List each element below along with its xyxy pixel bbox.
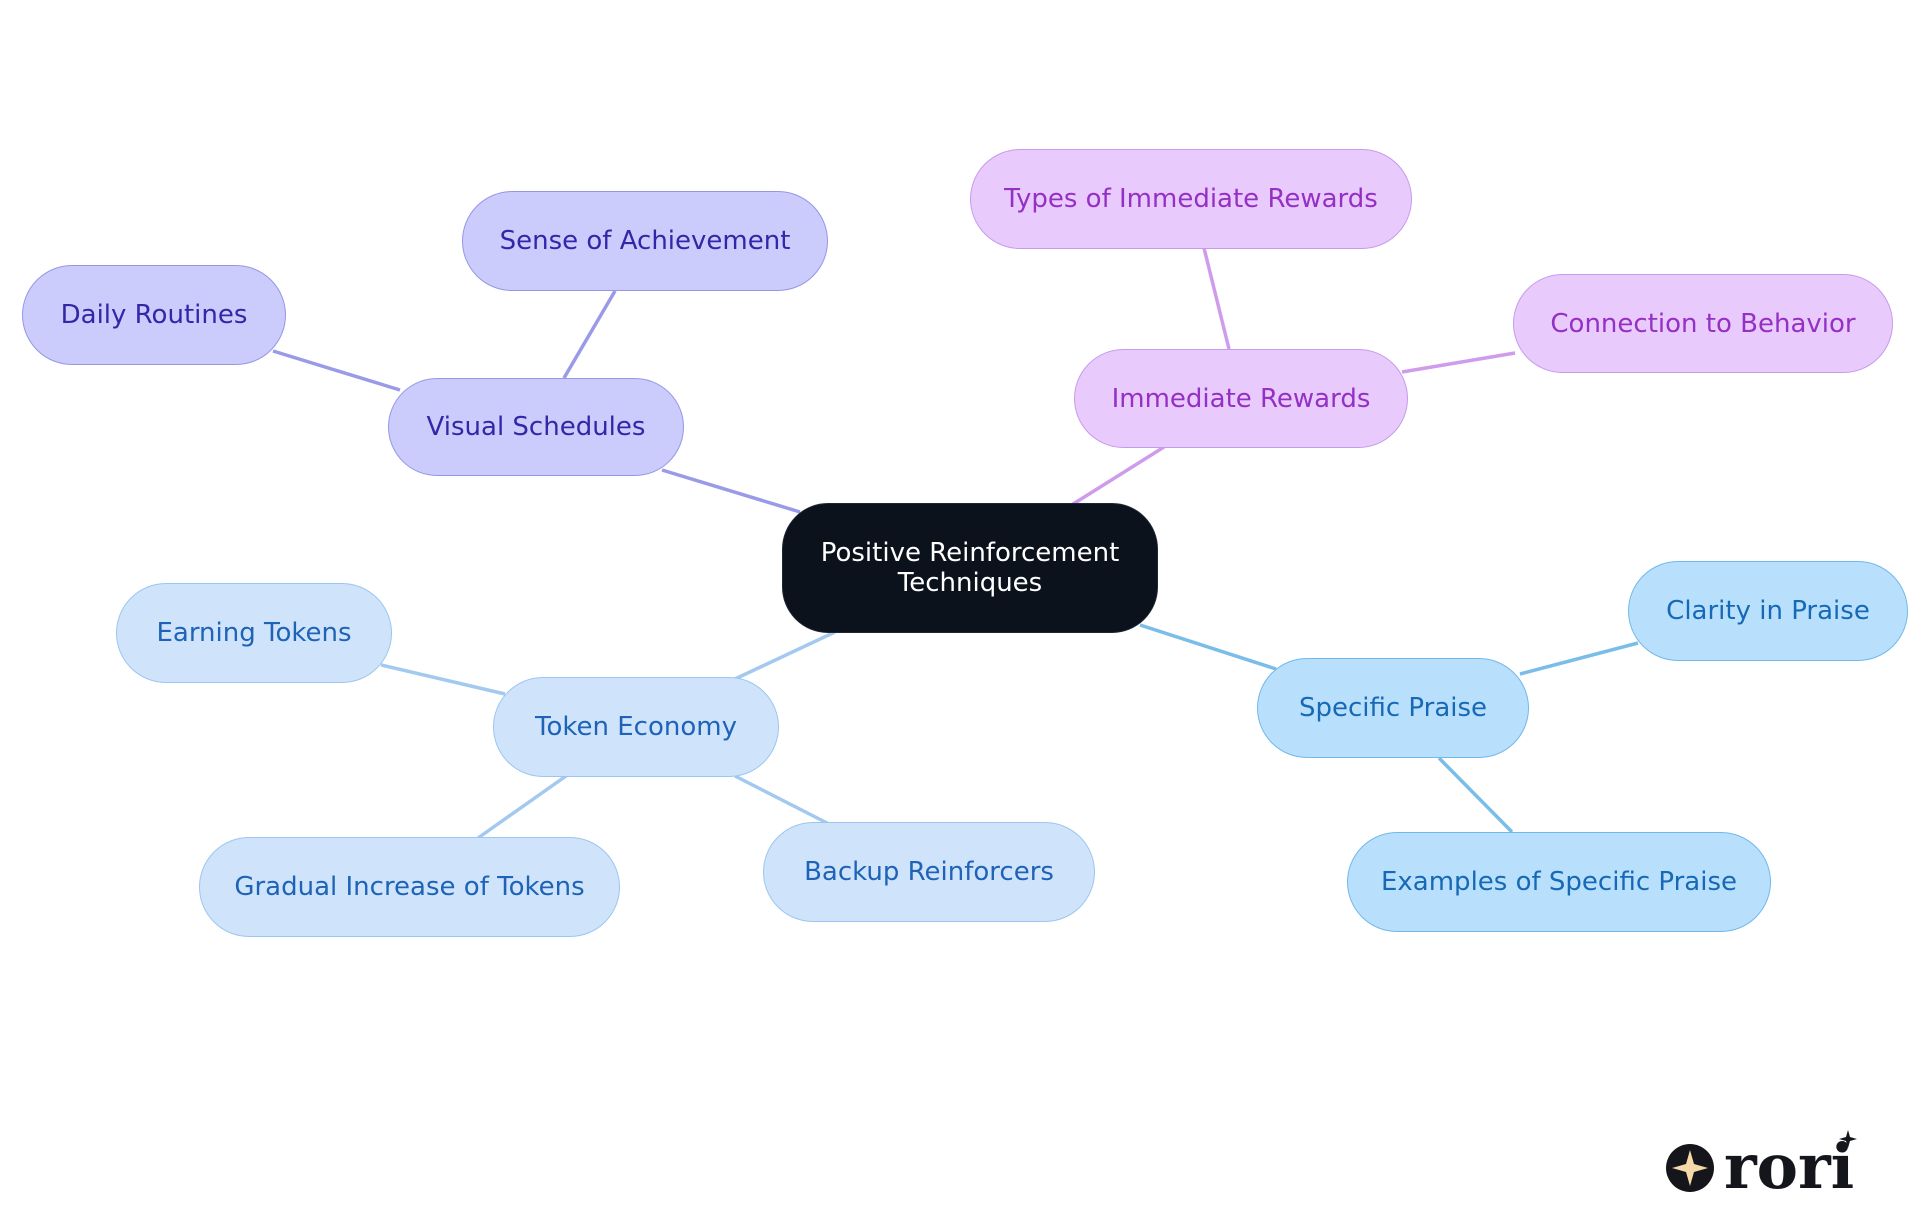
edge-visual-schedules-sense [562,290,617,379]
node-examples-of-specific-praise[interactable]: Examples of Specific Praise [1347,832,1771,932]
edge-root-token-economy [734,630,836,681]
node-label: Types of Immediate Rewards [1004,184,1378,214]
node-label: Specific Praise [1298,693,1488,723]
node-connection-to-behavior[interactable]: Connection to Behavior [1513,274,1893,373]
edge-token-backup [734,774,830,826]
node-label: Examples of Specific Praise [1380,867,1737,897]
edge-root-immediate-rewards [1069,445,1165,508]
logo-wordmark: rori [1724,1130,1854,1194]
root-label: Positive Reinforcement Techniques [820,538,1120,598]
node-specific-praise[interactable]: Specific Praise [1257,658,1529,758]
node-label: Backup Reinforcers [804,857,1054,887]
edge-specific-examples [1437,756,1514,834]
node-types-of-immediate-rewards[interactable]: Types of Immediate Rewards [970,149,1412,249]
node-earning-tokens[interactable]: Earning Tokens [116,583,392,683]
node-daily-routines[interactable]: Daily Routines [22,265,286,365]
node-gradual-increase-of-tokens[interactable]: Gradual Increase of Tokens [199,837,620,937]
node-label: Immediate Rewards [1111,383,1371,414]
edge-token-gradual [476,774,568,840]
node-label: Earning Tokens [156,618,352,648]
node-label: Visual Schedules [426,412,646,442]
node-clarity-in-praise[interactable]: Clarity in Praise [1628,561,1908,661]
root-node[interactable]: Positive Reinforcement Techniques [782,503,1158,633]
node-sense-of-achievement[interactable]: Sense of Achievement [462,191,828,291]
edge-root-specific-praise [1139,623,1277,671]
node-label: Connection to Behavior [1550,308,1856,339]
node-backup-reinforcers[interactable]: Backup Reinforcers [763,822,1095,922]
rori-logo: rori [1666,1130,1857,1194]
node-label: Clarity in Praise [1666,596,1870,626]
edge-specific-clarity [1519,641,1639,676]
edge-visual-schedules-daily [272,349,401,392]
node-label: Daily Routines [60,300,248,330]
edge-root-visual-schedules [661,468,801,514]
node-visual-schedules[interactable]: Visual Schedules [388,378,684,476]
logo-star-icon [1672,1150,1708,1186]
node-immediate-rewards[interactable]: Immediate Rewards [1074,349,1408,448]
logo-spark-icon [1839,1130,1857,1148]
node-label: Sense of Achievement [499,226,791,256]
node-token-economy[interactable]: Token Economy [493,677,779,777]
edge-token-earning [380,663,506,696]
edge-immediate-connection [1401,351,1516,374]
node-label: Gradual Increase of Tokens [234,872,585,902]
node-label: Token Economy [535,712,737,742]
edge-immediate-types [1202,247,1231,350]
